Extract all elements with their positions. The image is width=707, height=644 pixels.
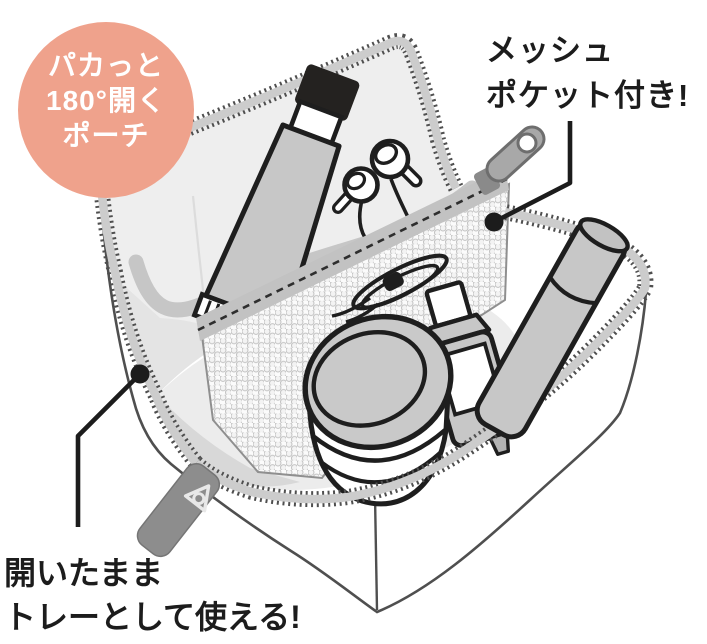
earbud-left-driver	[345, 171, 367, 191]
badge-line-2: 180°開く	[46, 85, 166, 116]
earbud-stem-left-fill	[335, 194, 351, 211]
jar-ridge-1	[311, 428, 447, 463]
earbud-stem-right-fill	[402, 167, 419, 184]
main-zipper-pull-tab	[136, 463, 221, 558]
tray-callout-dot	[130, 364, 150, 384]
mesh-pocket-tape	[196, 168, 509, 341]
cord-bundle-icon	[331, 253, 449, 324]
mesh-zipper-pull-hole	[516, 132, 538, 154]
mesh-zipper-pull-icon	[473, 125, 546, 195]
front-seam-line	[373, 495, 379, 611]
tray-callout-line	[75, 372, 142, 527]
cord-knot	[382, 271, 404, 291]
mesh-pocket-label-line-2: ポケット付き!	[486, 78, 690, 113]
mesh-callout	[484, 121, 573, 232]
stick-icon	[474, 217, 630, 440]
pouch-body-outline	[97, 163, 648, 614]
tray-inner-wall-shading	[162, 400, 300, 487]
jar-lid-top	[302, 313, 454, 451]
tray-usage-label: 開いたまま トレーとして使える!	[4, 551, 301, 639]
badge-line-1: パカっと	[47, 50, 164, 81]
earbud-right-driver	[373, 143, 399, 165]
main-zipper-pull-icon	[136, 463, 221, 558]
tray-usage-label-line-1: 開いたまま	[4, 555, 164, 591]
lid-shading	[118, 280, 235, 394]
mesh-pocket-label-line-1: メッシュ	[486, 33, 614, 68]
stick-top-face	[578, 217, 630, 254]
jar-lid-ring	[311, 329, 428, 428]
mesh-callout-line	[492, 121, 573, 225]
mesh-pocket-label: メッシュ ポケット付き!	[486, 28, 689, 118]
tray-callout	[75, 364, 150, 527]
feature-badge: パカっと 180°開く ポーチ	[18, 22, 194, 198]
tray-usage-label-line-2: トレーとして使える!	[4, 599, 301, 635]
badge-line-3: ポーチ	[62, 120, 150, 151]
main-zipper-pull-ring	[192, 492, 206, 506]
stick-cap-seam	[548, 275, 597, 306]
cord-tails	[331, 296, 380, 324]
mesh-callout-dot	[484, 212, 504, 232]
